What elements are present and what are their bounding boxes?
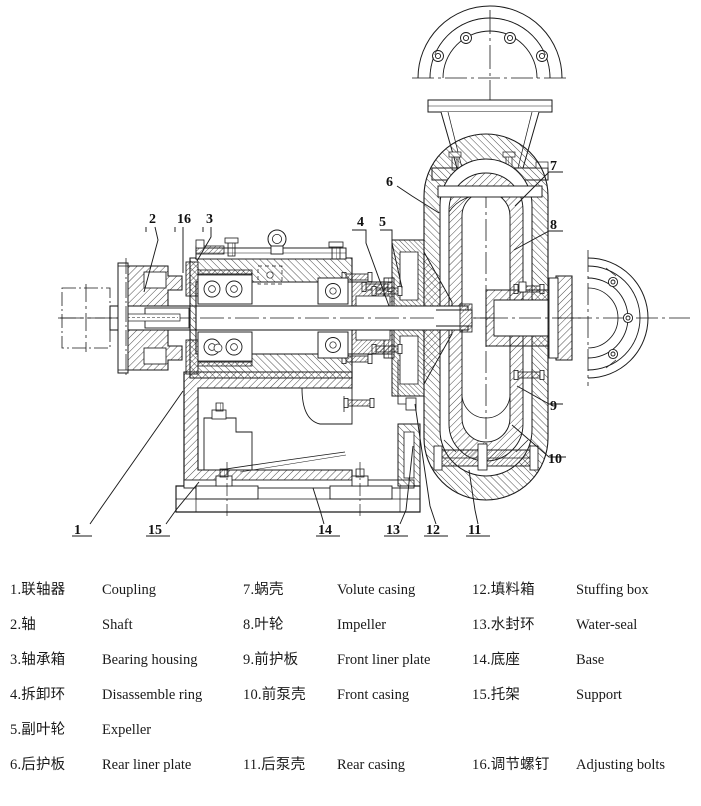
legend-label-zh: 14.底座: [472, 652, 521, 668]
legend-label-zh: 11.后泵壳: [243, 757, 306, 773]
legend-label-zh: 3.轴承箱: [10, 652, 66, 668]
legend-label-en: Rear liner plate: [102, 757, 192, 773]
callout-layer: [72, 171, 566, 537]
suction-branch: [361, 275, 585, 361]
legend-label-zh: 5.副叶轮: [10, 722, 66, 738]
legend-label-en: Water-seal: [576, 617, 638, 633]
callout-10: 10: [548, 452, 562, 467]
legend-item: 2.轴 Shaft: [10, 607, 242, 642]
callout-numbers: 1 2 16 3 4 5 6 7 8 9 10 11 12 13 14 15: [74, 159, 562, 538]
legend-label-zh: 15.托架: [472, 687, 521, 703]
legend-spacer: [243, 712, 471, 747]
callout-11: 11: [468, 523, 481, 538]
legend-spacer: [472, 712, 701, 747]
suction-flange-end-view: [570, 250, 690, 386]
legend-label-en: Support: [576, 687, 622, 703]
legend-label-en: Expeller: [102, 722, 152, 738]
legend-item: 4.拆卸环 Disassemble ring: [10, 677, 242, 712]
legend-item: 16.调节螺钉 Adjusting bolts: [472, 747, 701, 782]
casing-bottom-bolt-band: [433, 439, 539, 471]
legend-item: 14.底座 Base: [472, 642, 701, 677]
legend-item: 8.叶轮 Impeller: [243, 607, 471, 642]
legend-item: 6.后护板 Rear liner plate: [10, 747, 242, 782]
bearing-bottom: [197, 331, 253, 367]
legend-item: 3.轴承箱 Bearing housing: [10, 642, 242, 677]
support-bracket: [183, 371, 375, 487]
callout-14: 14: [318, 523, 332, 538]
legend-label-zh: 1.联轴器: [10, 582, 66, 598]
adjusting-bolts: [195, 237, 239, 257]
pump-cross-section-diagram: 1 2 16 3 4 5 6 7 8 9 10 11 12 13 14 15: [58, 5, 690, 538]
legend-label-en: Bearing housing: [102, 652, 198, 668]
parts-legend: 1.联轴器 Coupling 2.轴 Shaft 3.轴承箱 Bearing h…: [0, 572, 701, 806]
legend-label-en: Adjusting bolts: [576, 757, 666, 773]
bearing-housing: [185, 229, 353, 379]
legend-label-zh: 10.前泵壳: [243, 687, 306, 703]
legend-column-3: 12.填料箱 Stuffing box 13.水封环 Water-seal 14…: [472, 572, 701, 782]
legend-label-zh: 12.填料箱: [472, 582, 535, 598]
legend-label-en: Coupling: [102, 582, 156, 598]
legend-label-en: Base: [576, 652, 605, 668]
legend-item: 12.填料箱 Stuffing box: [472, 572, 701, 607]
legend-column-2: 7.蜗壳 Volute casing 8.叶轮 Impeller 9.前护板 F…: [243, 572, 471, 782]
legend-label-en: Shaft: [102, 617, 133, 633]
callout-6: 6: [386, 175, 393, 190]
legend-label-en: Stuffing box: [576, 582, 649, 598]
callout-16: 16: [177, 212, 191, 227]
legend-label-zh: 7.蜗壳: [243, 582, 284, 598]
callout-4: 4: [357, 215, 364, 230]
legend-label-en: Front liner plate: [337, 652, 431, 668]
legend-label-zh: 16.调节螺钉: [472, 757, 550, 773]
casing-support-foot: [397, 423, 421, 487]
legend-label-en: Impeller: [337, 617, 387, 633]
legend-label-zh: 4.拆卸环: [10, 687, 66, 703]
coupling: [58, 258, 183, 378]
discharge-flange-end-view: [412, 5, 568, 172]
callout-8: 8: [550, 218, 557, 233]
callout-7: 7: [550, 159, 557, 174]
callout-5: 5: [379, 215, 386, 230]
callout-3: 3: [206, 212, 213, 227]
legend-label-en: Volute casing: [337, 582, 416, 598]
legend-item: 13.水封环 Water-seal: [472, 607, 701, 642]
legend-item: 7.蜗壳 Volute casing: [243, 572, 471, 607]
legend-label-zh: 8.叶轮: [243, 617, 284, 633]
callout-1: 1: [74, 523, 81, 538]
shaft: [60, 303, 486, 333]
legend-label-zh: 6.后护板: [10, 757, 66, 773]
legend-item: 11.后泵壳 Rear casing: [243, 747, 471, 782]
legend-item: 1.联轴器 Coupling: [10, 572, 242, 607]
callout-12: 12: [426, 523, 440, 538]
legend-item: 10.前泵壳 Front casing: [243, 677, 471, 712]
legend-label-zh: 13.水封环: [472, 617, 535, 633]
legend-item: 5.副叶轮 Expeller: [10, 712, 242, 747]
lifting-eye: [267, 229, 287, 255]
legend-column-1: 1.联轴器 Coupling 2.轴 Shaft 3.轴承箱 Bearing h…: [10, 572, 242, 782]
callout-9: 9: [550, 399, 557, 414]
legend-label-en: Front casing: [337, 687, 410, 703]
legend-label-zh: 9.前护板: [243, 652, 299, 668]
legend-label-en: Rear casing: [337, 757, 406, 773]
legend-label-en: Disassemble ring: [102, 687, 203, 703]
legend-item: 15.托架 Support: [472, 677, 701, 712]
bearing-drive-end: [317, 277, 349, 359]
callout-13: 13: [386, 523, 400, 538]
legend-label-zh: 2.轴: [10, 617, 36, 633]
callout-15: 15: [148, 523, 162, 538]
callout-2: 2: [149, 212, 156, 227]
bearing-top: [197, 269, 253, 305]
legend-item: 9.前护板 Front liner plate: [243, 642, 471, 677]
base: [175, 462, 421, 516]
